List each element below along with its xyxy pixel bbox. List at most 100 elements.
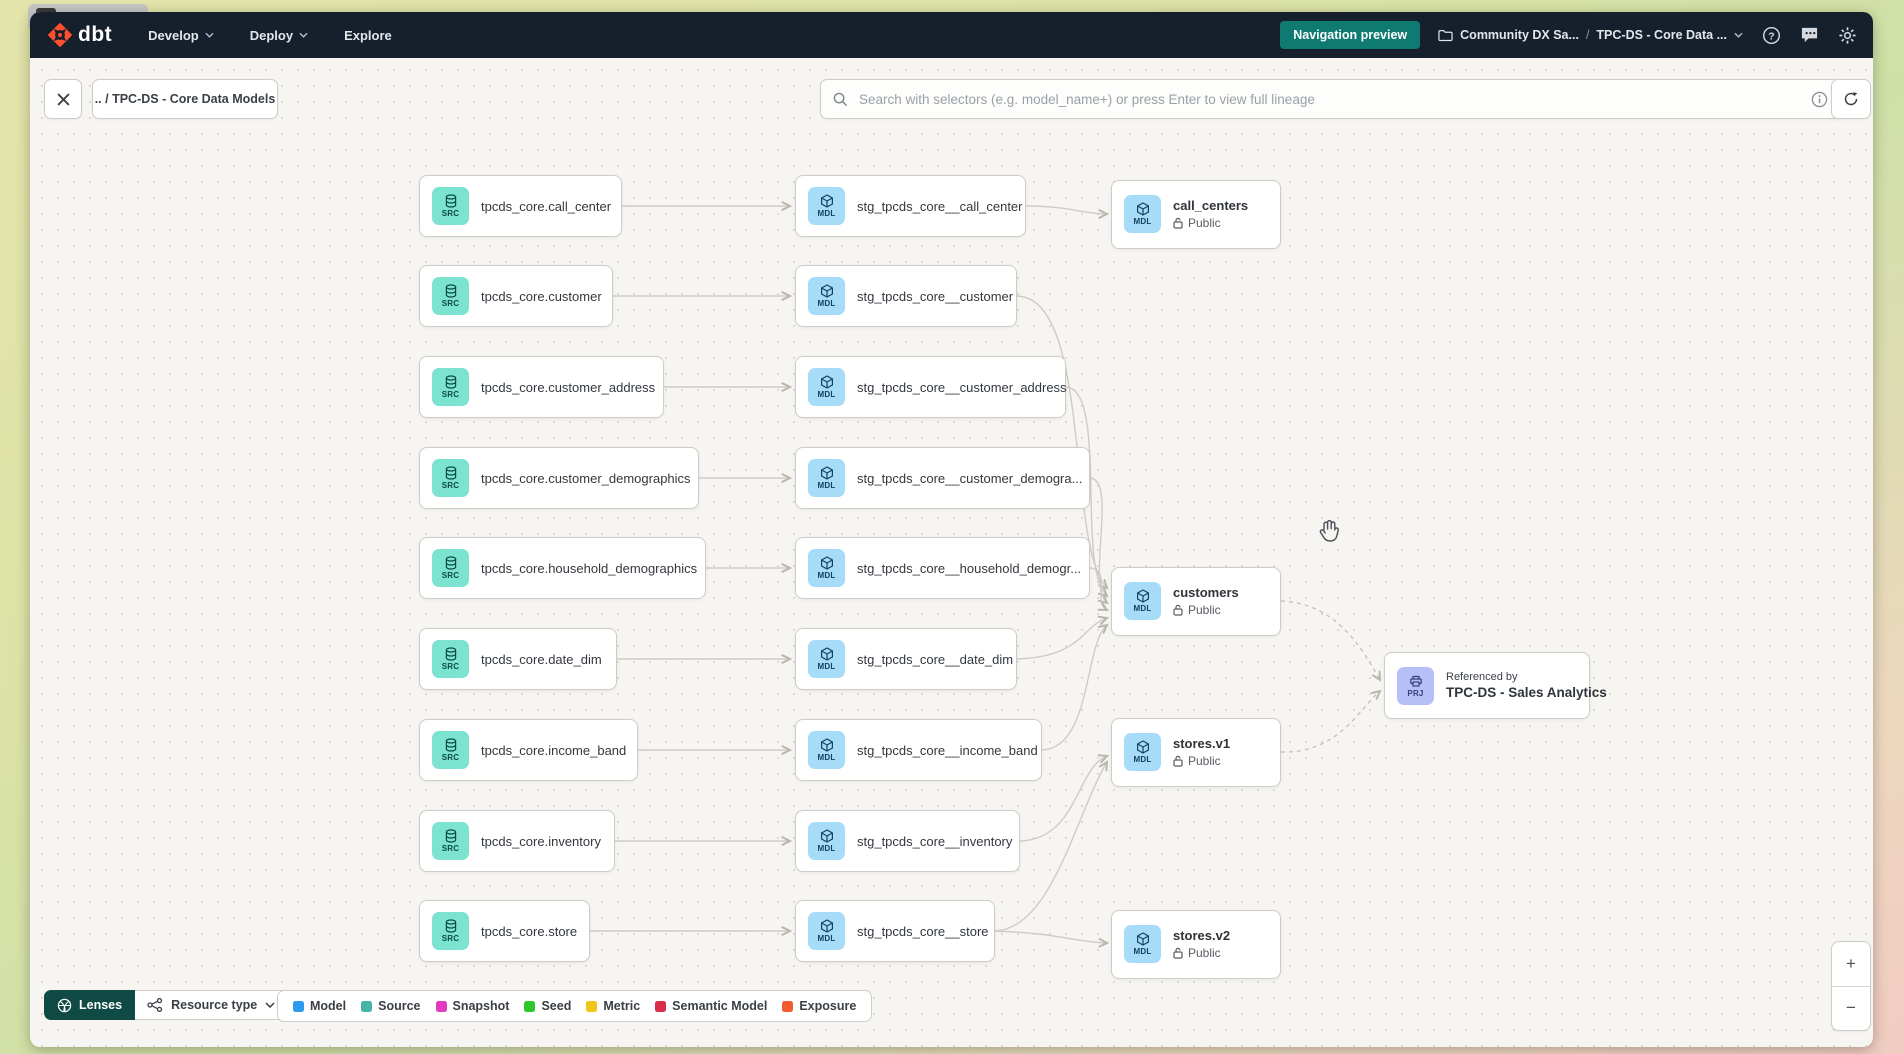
node-type-badge: MDL xyxy=(808,549,845,587)
legend-color-swatch xyxy=(782,1000,794,1012)
breadcrumb-project[interactable]: Community DX Sa... xyxy=(1460,28,1579,42)
legend-item: Seed xyxy=(524,999,571,1013)
lenses-button[interactable]: Lenses xyxy=(44,990,136,1020)
refresh-lineage-button[interactable] xyxy=(1831,79,1871,119)
source-node-label: tpcds_core.customer_address xyxy=(481,379,656,395)
close-lineage-button[interactable] xyxy=(44,79,82,119)
lineage-tab-label: .. / TPC-DS - Core Data Models xyxy=(94,92,276,106)
node-type-badge: MDL xyxy=(808,731,845,769)
zoom-in-button[interactable]: + xyxy=(1832,942,1870,987)
legend-label: Model xyxy=(310,999,347,1013)
node-type-badge: MDL xyxy=(808,822,845,860)
legend-item: Model xyxy=(293,999,346,1013)
dbt-logo-text: dbt xyxy=(78,23,113,46)
model-node-label: stg_tpcds_core__income_band xyxy=(857,742,1038,758)
model-node-label: stg_tpcds_core__date_dim xyxy=(857,651,1014,667)
model-node[interactable]: MDL stg_tpcds_core__customer_address xyxy=(795,356,1067,418)
info-icon[interactable] xyxy=(1811,91,1828,108)
legend-item: Snapshot xyxy=(435,999,510,1013)
source-node-label: tpcds_core.customer_demographics xyxy=(481,470,691,486)
legend-label: Semantic Model xyxy=(672,999,768,1013)
model-node[interactable]: MDL stg_tpcds_core__household_demogr... xyxy=(795,537,1090,599)
breadcrumb-environment[interactable]: TPC-DS - Core Data ... xyxy=(1596,28,1727,42)
legend-color-swatch xyxy=(586,1000,598,1012)
node-type-badge: MDL xyxy=(1124,582,1161,620)
breadcrumb[interactable]: Community DX Sa... / TPC-DS - Core Data … xyxy=(1438,28,1743,42)
source-node[interactable]: SRC tpcds_core.inventory xyxy=(419,810,615,872)
dbt-logo-icon xyxy=(47,22,73,48)
node-type-badge: SRC xyxy=(432,549,469,587)
source-node-label: tpcds_core.inventory xyxy=(481,833,601,849)
node-type-badge: MDL xyxy=(808,187,845,225)
legend-color-swatch xyxy=(655,1000,667,1012)
legend-item: Metric xyxy=(586,999,640,1013)
node-type-badge: SRC xyxy=(432,912,469,950)
folder-icon xyxy=(1438,29,1453,41)
model-name: stores.v2 xyxy=(1173,928,1231,943)
navigation-preview-button[interactable]: Navigation preview xyxy=(1280,21,1421,49)
dbt-logo[interactable]: dbt xyxy=(46,21,112,49)
model-name: customers xyxy=(1173,585,1239,600)
project-reference-node[interactable]: PRJ Referenced by TPC-DS - Sales Analytic… xyxy=(1384,652,1607,719)
referenced-by-label: Referenced by xyxy=(1446,671,1518,683)
zoom-out-button[interactable]: − xyxy=(1846,998,1856,1018)
app-window: dbt Develop Deploy Explore Navigation pr… xyxy=(30,12,1873,1047)
node-type-badge: MDL xyxy=(1124,925,1161,963)
search-input[interactable] xyxy=(857,90,1802,108)
source-node[interactable]: SRC tpcds_core.household_demographics xyxy=(419,537,706,599)
nav-item-explore[interactable]: Explore xyxy=(344,27,392,43)
model-node-label: stg_tpcds_core__household_demogr... xyxy=(857,560,1082,576)
top-navbar: dbt Develop Deploy Explore Navigation pr… xyxy=(30,12,1873,58)
node-type-badge: SRC xyxy=(432,822,469,860)
lineage-searchbar xyxy=(820,79,1841,119)
resource-type-button[interactable]: Resource type xyxy=(135,990,289,1020)
lenses-label: Lenses xyxy=(79,998,123,1012)
svg-text:?: ? xyxy=(1768,31,1774,42)
source-node-label: tpcds_core.call_center xyxy=(481,198,612,214)
legend-item: Semantic Model xyxy=(655,999,767,1013)
nav-item-deploy[interactable]: Deploy xyxy=(250,28,308,43)
feedback-icon[interactable] xyxy=(1799,25,1819,45)
nav-item-develop[interactable]: Develop xyxy=(148,28,214,43)
node-type-badge: MDL xyxy=(808,459,845,497)
help-icon[interactable]: ? xyxy=(1761,25,1781,45)
lineage-tab[interactable]: .. / TPC-DS - Core Data Models xyxy=(92,79,278,119)
node-type-badge: SRC xyxy=(432,640,469,678)
legend-item: Source xyxy=(361,999,421,1013)
legend-label: Source xyxy=(378,999,421,1013)
source-node-label: tpcds_core.household_demographics xyxy=(481,560,698,576)
legend-label: Snapshot xyxy=(452,999,510,1013)
model-node-label: stg_tpcds_core__customer_address xyxy=(857,379,1067,395)
model-node[interactable]: MDL stg_tpcds_core__date_dim xyxy=(795,628,1017,690)
node-type-badge: MDL xyxy=(808,277,845,315)
legend-label: Exposure xyxy=(799,999,857,1013)
node-type-badge: PRJ xyxy=(1397,666,1434,705)
legend-color-swatch xyxy=(293,1000,304,1012)
source-node-label: tpcds_core.customer xyxy=(481,288,602,304)
model-node[interactable]: MDL stg_tpcds_core__income_band xyxy=(795,719,1042,781)
settings-gear-icon[interactable] xyxy=(1837,25,1857,45)
chevron-down-icon xyxy=(205,32,214,38)
node-type-badge: MDL xyxy=(808,640,845,678)
node-type-badge: MDL xyxy=(808,912,845,950)
breadcrumb-separator: / xyxy=(1585,28,1590,42)
project-name: TPC-DS - Sales Analytics xyxy=(1446,685,1607,700)
legend-color-swatch xyxy=(435,1000,447,1012)
node-type-badge: MDL xyxy=(808,368,845,406)
